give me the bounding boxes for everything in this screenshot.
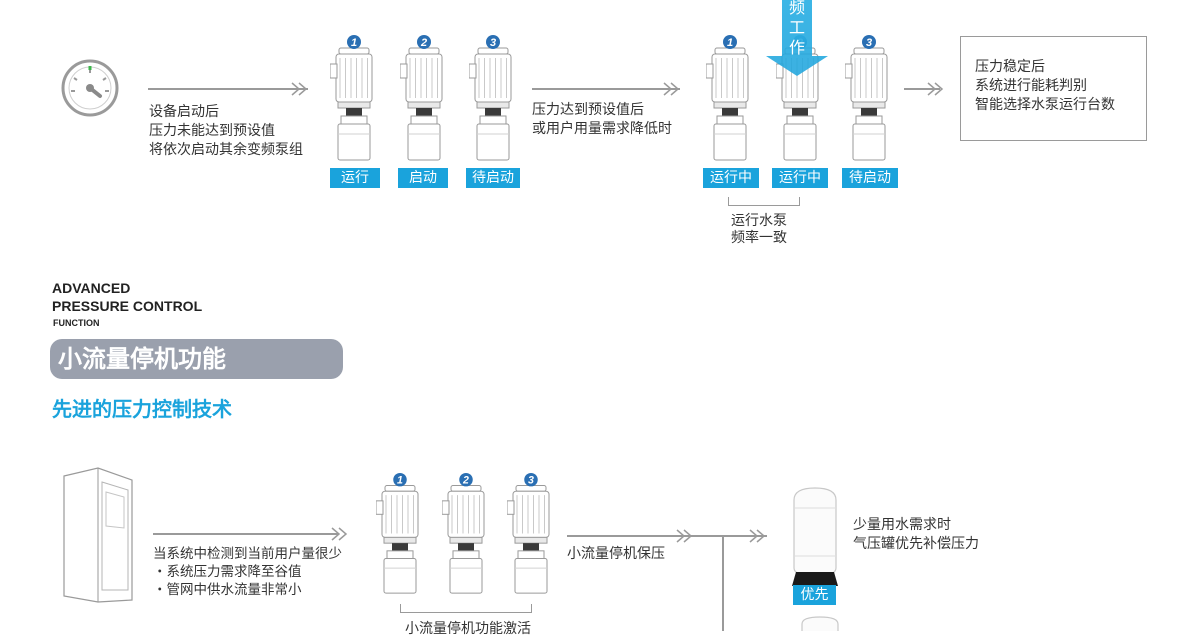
pump-illustration: 2 (399, 35, 443, 161)
arrow-right-icon (663, 82, 680, 96)
detect-line2: ・系统压力需求降至谷值 (153, 564, 302, 580)
pump-status-label: 待启动 (842, 168, 898, 188)
detect-line1: 当系统中检测到当前用户量很少 (153, 546, 342, 562)
step1-text: 设备启动后 压力未能达到预设值 将依次启动其余变频泵组 (149, 103, 303, 160)
pump-number: 1 (351, 37, 357, 49)
pump-illustration: 2 (441, 472, 485, 594)
pump-illustration: 3 (468, 35, 512, 161)
pump-3: 3 (506, 472, 555, 597)
pump-1: 1 (329, 34, 378, 164)
pump-status-label: 运行中 (703, 168, 759, 188)
pump-3: 3 (844, 34, 893, 164)
step2-line1: 压力达到预设值后 (532, 102, 644, 118)
step3-text: 压力稳定后 系统进行能耗判别 智能选择水泵运行台数 (975, 58, 1115, 115)
result-info-box: 压力稳定后 系统进行能耗判别 智能选择水泵运行台数 (960, 36, 1147, 141)
pump-number: 1 (397, 475, 403, 487)
pump-status-label: 启动 (398, 168, 448, 188)
step3-line1: 压力稳定后 (975, 59, 1045, 75)
pump-number: 2 (420, 37, 427, 49)
arrow-right-icon (676, 529, 693, 543)
en-title-line1: ADVANCED (52, 280, 131, 296)
arrow-right-icon (749, 529, 766, 543)
control-cabinet-icon (63, 467, 133, 603)
pump-status-label: 运行 (330, 168, 380, 188)
pump-1: 1 (705, 34, 754, 164)
pump-status-label: 待启动 (466, 168, 520, 188)
pump-1: 1 (375, 472, 424, 597)
en-title-line2: PRESSURE CONTROL (52, 298, 203, 314)
step2-text: 压力达到预设值后 或用户用量需求降低时 (532, 101, 672, 139)
note-line2: 频率一致 (731, 230, 787, 246)
pump-number: 3 (528, 475, 534, 487)
step3-line3: 智能选择水泵运行台数 (975, 97, 1115, 113)
flow-line-vertical (722, 535, 724, 631)
same-frequency-note: 运行水泵 频率一致 (731, 213, 787, 247)
pressure-tank-icon (801, 616, 839, 631)
variable-frequency-banner (766, 0, 828, 76)
arrow-right-icon (331, 527, 348, 541)
en-title-line3: FUNCTION (53, 318, 100, 328)
pump-number: 3 (866, 37, 872, 49)
flow-line-3 (904, 88, 940, 90)
detect-text: 当系统中检测到当前用户量很少 ・系统压力需求降至谷值 ・管网中供水流量非常小 (153, 545, 342, 599)
pump-illustration: 3 (844, 35, 888, 161)
flow-line-4 (153, 533, 338, 535)
tank-priority-label: 优先 (793, 585, 836, 605)
flow-line-5 (567, 535, 767, 537)
tank-line1: 少量用水需求时 (853, 517, 951, 533)
flow-line-2 (532, 88, 680, 90)
bracket (400, 604, 532, 613)
pressure-tank-icon (792, 487, 838, 586)
tank-text: 少量用水需求时 气压罐优先补偿压力 (853, 516, 979, 554)
pump-2: 2 (441, 472, 490, 597)
activate-note: 小流量停机功能激活 (405, 621, 531, 637)
step1-line3: 将依次启动其余变频泵组 (149, 142, 303, 158)
pump-number: 2 (462, 475, 469, 487)
step1-line2: 压力未能达到预设值 (149, 123, 275, 139)
section-title-pill: 小流量停机功能 (50, 339, 343, 379)
arrow-right-icon (927, 82, 944, 96)
pump-illustration: 1 (329, 35, 373, 161)
tank-line2: 气压罐优先补偿压力 (853, 536, 979, 552)
detect-line3: ・管网中供水流量非常小 (153, 582, 302, 598)
arrow-right-icon (291, 82, 308, 96)
hold-text: 小流量停机保压 (567, 546, 665, 562)
pump-2: 2 (399, 34, 448, 164)
pump-3: 3 (468, 34, 517, 164)
pressure-gauge-icon (61, 59, 119, 117)
pump-illustration: 1 (375, 472, 419, 594)
step2-line2: 或用户用量需求降低时 (532, 121, 672, 137)
step3-line2: 系统进行能耗判别 (975, 78, 1087, 94)
pump-number: 3 (490, 37, 496, 49)
pump-number: 1 (727, 37, 733, 49)
pump-illustration: 3 (506, 472, 550, 594)
flow-line-1 (148, 88, 308, 90)
note-line1: 运行水泵 (731, 213, 787, 229)
pump-illustration: 1 (705, 35, 749, 161)
banner-text: 频工作 (788, 0, 805, 57)
bracket (728, 197, 800, 206)
section-subtitle: 先进的压力控制技术 (52, 397, 232, 421)
pump-status-label: 运行中 (772, 168, 828, 188)
step1-line1: 设备启动后 (149, 104, 219, 120)
